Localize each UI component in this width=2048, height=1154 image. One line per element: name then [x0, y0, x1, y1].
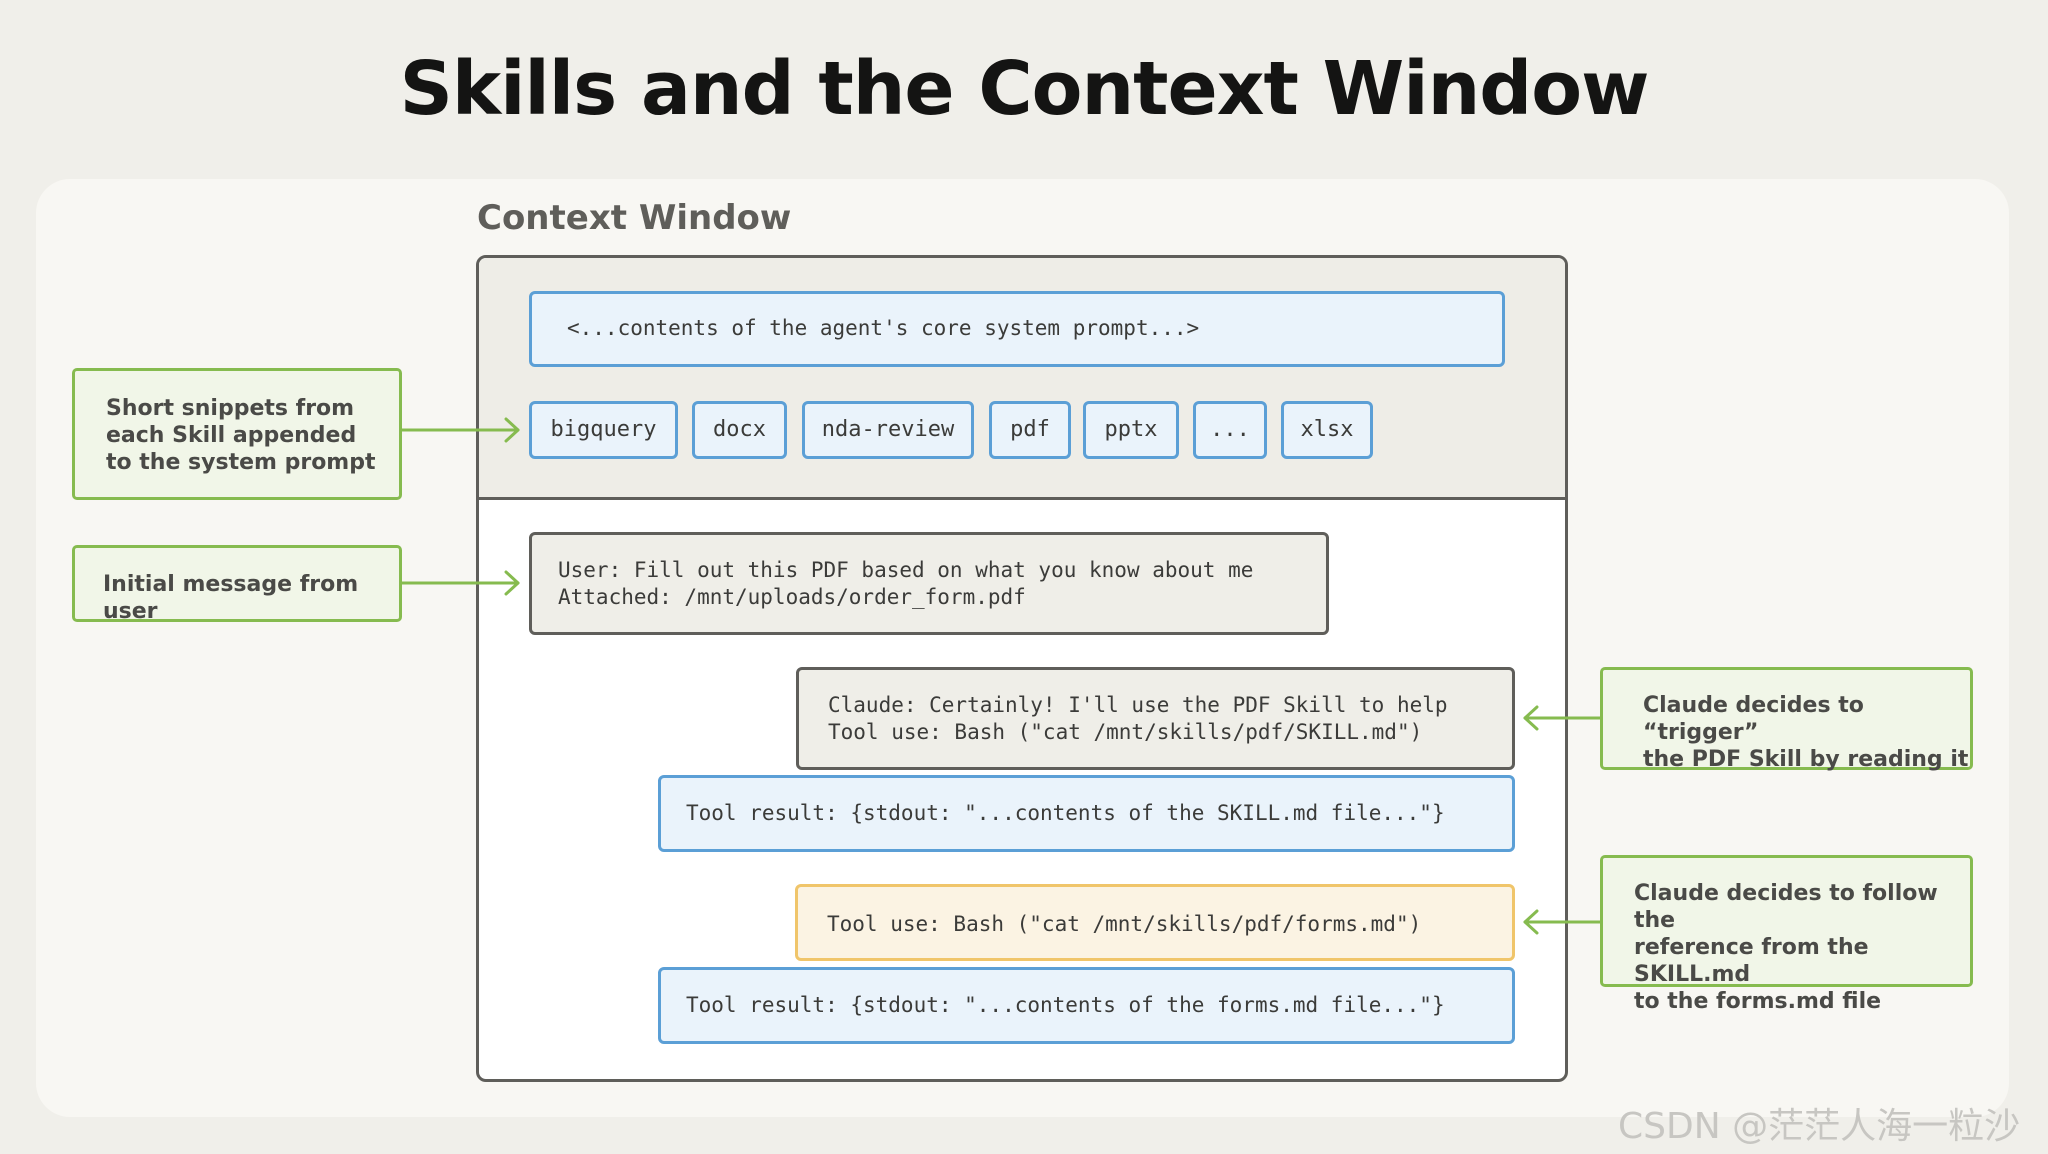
annotation-trigger-skill: Claude decides to “trigger” the PDF Skil… — [1600, 667, 1973, 772]
skill-chip-docx: docx — [692, 401, 787, 459]
annotation-skill-snippets-line-1: Short snippets from — [106, 396, 355, 421]
skill-chip-nda-review: nda-review — [802, 401, 974, 459]
tool-result-skill-md-box: Tool result: {stdout: "...contents of th… — [658, 775, 1515, 852]
annotation-trigger-skill-line-2: the PDF Skill by reading it — [1643, 747, 1969, 772]
watermark: CSDN @茫茫人海一粒沙 — [1618, 1106, 2021, 1147]
user-message-box: User: Fill out this PDF based on what yo… — [529, 532, 1329, 635]
system-prompt-box: <...contents of the agent's core system … — [529, 291, 1505, 367]
annotation-trigger-skill-line-1: Claude decides to “trigger” — [1643, 693, 1864, 745]
annotation-follow-reference-line-1: Claude decides to follow the — [1634, 881, 1938, 933]
annotation-follow-reference-line-2: reference from the SKILL.md — [1634, 935, 1869, 987]
user-message-line-2: Attached: /mnt/uploads/order_form.pdf — [558, 585, 1026, 609]
skill-chip-pdf: pdf — [989, 401, 1071, 459]
skill-chip-xlsx: xlsx — [1281, 401, 1373, 459]
annotation-skill-snippets-line-3: to the system prompt — [106, 450, 376, 475]
system-prompt-text: <...contents of the agent's core system … — [567, 316, 1200, 340]
tool-result-skill-md-text: Tool result: {stdout: "...contents of th… — [686, 801, 1445, 825]
tool-result-forms-md-text: Tool result: {stdout: "...contents of th… — [686, 993, 1445, 1017]
annotation-skill-snippets-line-2: each Skill appended — [106, 423, 357, 448]
claude-message-line-2: Tool use: Bash ("cat /mnt/skills/pdf/SKI… — [828, 720, 1423, 744]
skill-chip-bigquery: bigquery — [529, 401, 678, 459]
annotation-initial-message-text: Initial message from user — [103, 572, 359, 624]
annotation-follow-reference-line-3: to the forms.md file — [1634, 989, 1882, 1014]
user-message-line-1: User: Fill out this PDF based on what yo… — [558, 558, 1254, 582]
arrow-follow-head — [1523, 909, 1539, 935]
tool-use-forms-md-text: Tool use: Bash ("cat /mnt/skills/pdf/for… — [827, 912, 1422, 936]
page-title: Skills and the Context Window — [399, 46, 1650, 132]
annotation-follow-reference: Claude decides to follow the reference f… — [1600, 855, 1973, 1014]
arrow-snippets-head — [504, 417, 520, 443]
context-window-label: Context Window — [477, 198, 792, 238]
arrow-trigger-head — [1523, 705, 1539, 731]
annotation-initial-message: Initial message from user — [72, 545, 402, 624]
tool-use-forms-md-box: Tool use: Bash ("cat /mnt/skills/pdf/for… — [795, 884, 1515, 961]
claude-message-box: Claude: Certainly! I'll use the PDF Skil… — [796, 667, 1515, 770]
claude-message-line-1: Claude: Certainly! I'll use the PDF Skil… — [828, 693, 1448, 717]
annotation-skill-snippets: Short snippets from each Skill appended … — [72, 368, 402, 500]
arrow-initial-message-head — [504, 570, 520, 596]
skill-chip-pptx: pptx — [1083, 401, 1179, 459]
tool-result-forms-md-box: Tool result: {stdout: "...contents of th… — [658, 967, 1515, 1044]
skill-chip-ellipsis: ... — [1193, 401, 1267, 459]
